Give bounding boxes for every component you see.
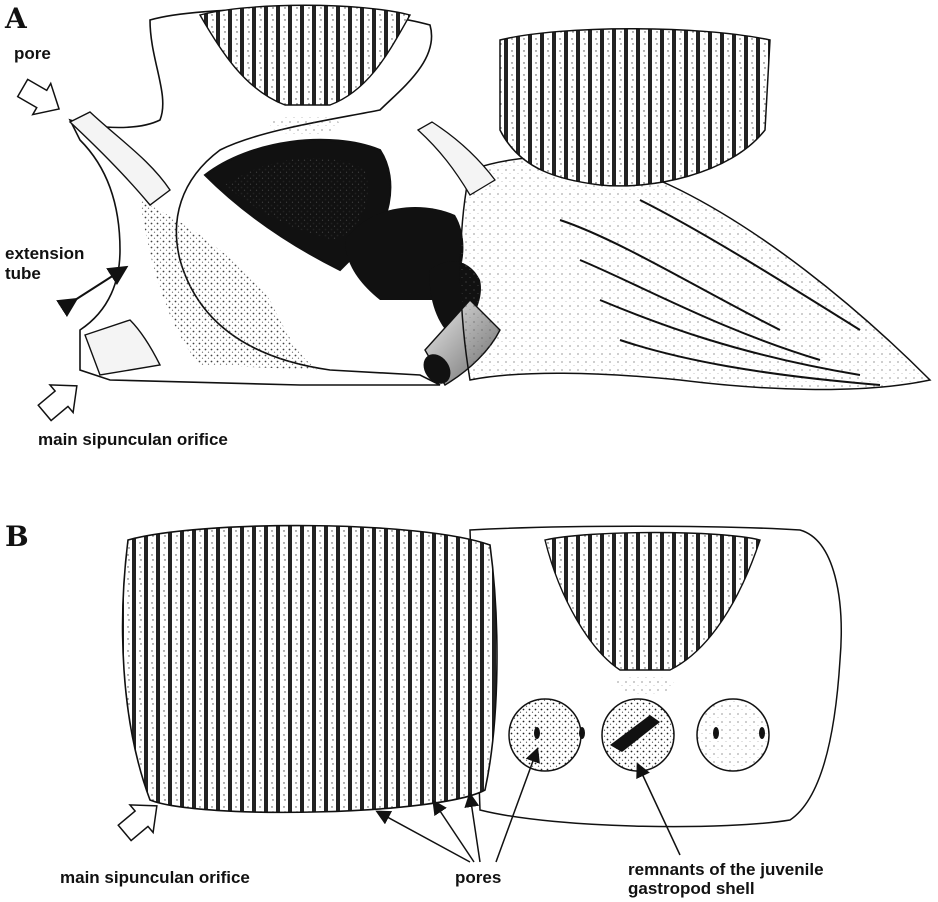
panel-a-right-coral-crown [500,29,770,186]
remnant-right-hole-1 [713,727,719,739]
label-remnants-line2: gastropod shell [628,879,755,898]
panel-b-ribbed-corallum [123,526,497,813]
label-tube: tube [5,264,41,283]
label-main-orifice-b: main sipunculan orifice [60,868,250,887]
panel-a-pore-dots [270,115,340,135]
remnant-left-hole-1 [534,727,540,739]
remnant-left-hole-2 [579,727,585,739]
panel-b-letter: B [5,520,29,553]
juvenile-shell-remnant-right [697,699,769,771]
panel-a-right-tube-upper [418,122,495,195]
juvenile-shell-remnant-left [509,699,581,771]
orifice-arrow-a [33,372,88,427]
pores-pointer-3 [470,795,480,862]
label-extension: extension [5,244,84,263]
panel-a-letter: A [5,2,27,35]
pores-pointer-1 [378,812,470,862]
label-pore: pore [14,44,51,63]
remnant-right-hole-2 [759,727,765,739]
pore-arrow [14,72,68,124]
panel-a-illustration [70,5,930,389]
label-pores: pores [455,868,501,887]
panel-a-gastropod-spire [461,157,930,390]
panel-b-illustration [123,526,842,827]
label-main-orifice-a: main sipunculan orifice [38,430,228,449]
label-remnants-line1: remnants of the juvenile [628,860,824,879]
panel-b-pore-dots [615,676,675,694]
